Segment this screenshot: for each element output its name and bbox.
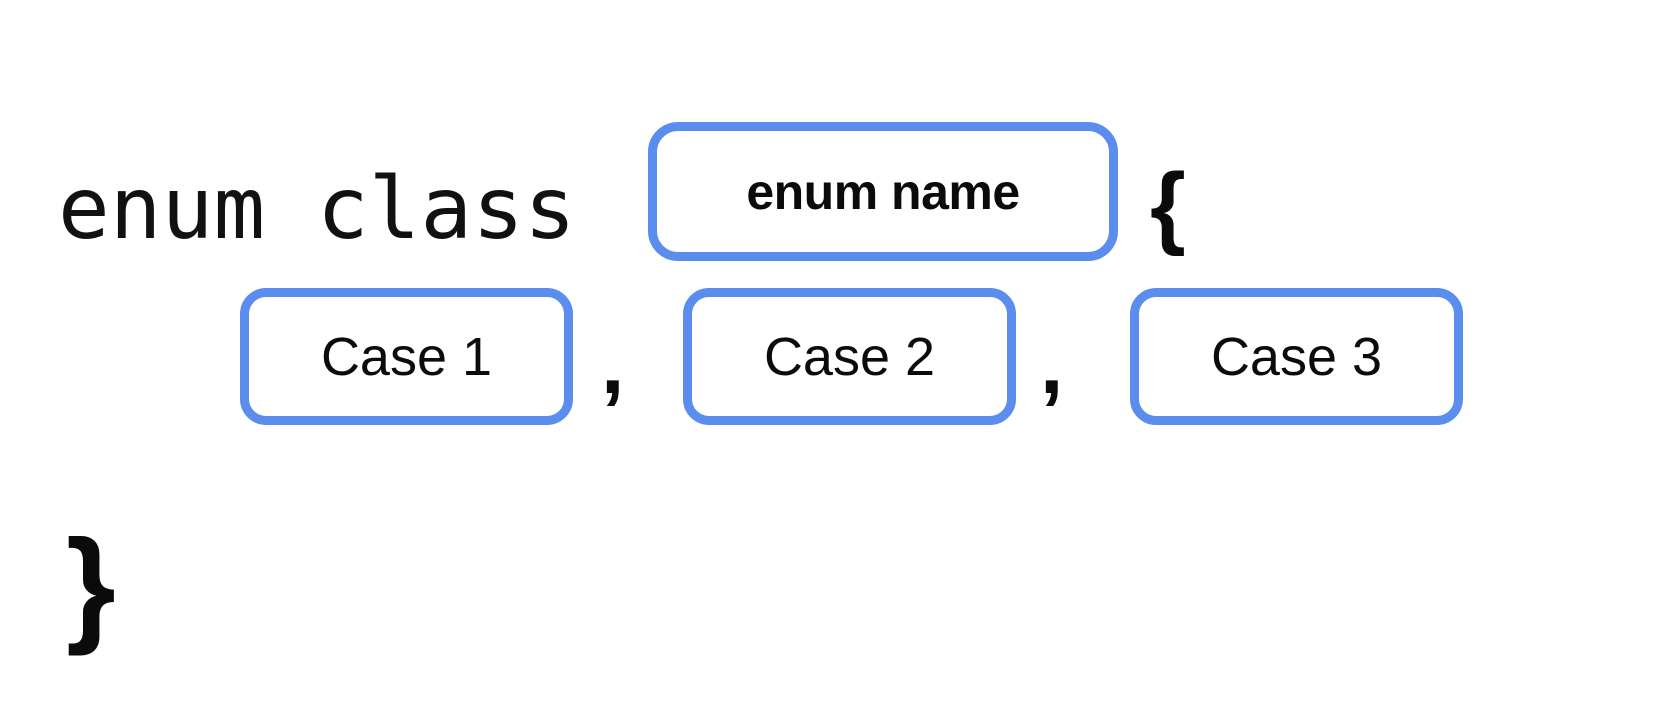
opening-brace: {	[1150, 155, 1186, 257]
comma-separator-2: ,	[1040, 317, 1064, 411]
enum-name-slot[interactable]: enum name	[648, 122, 1118, 261]
case-slot-3-label: Case 3	[1210, 326, 1383, 387]
case-slot-1[interactable]: Case 1	[240, 288, 573, 425]
keyword-enum-class: enum class	[58, 159, 576, 259]
case-slot-3[interactable]: Case 3	[1130, 288, 1463, 425]
case-slot-2-label: Case 2	[763, 326, 936, 387]
closing-brace: }	[66, 514, 116, 657]
case-slot-2[interactable]: Case 2	[683, 288, 1016, 425]
comma-separator-1: ,	[601, 317, 625, 411]
enum-name-slot-label: enum name	[746, 163, 1020, 220]
case-slot-1-label: Case 1	[320, 326, 493, 387]
